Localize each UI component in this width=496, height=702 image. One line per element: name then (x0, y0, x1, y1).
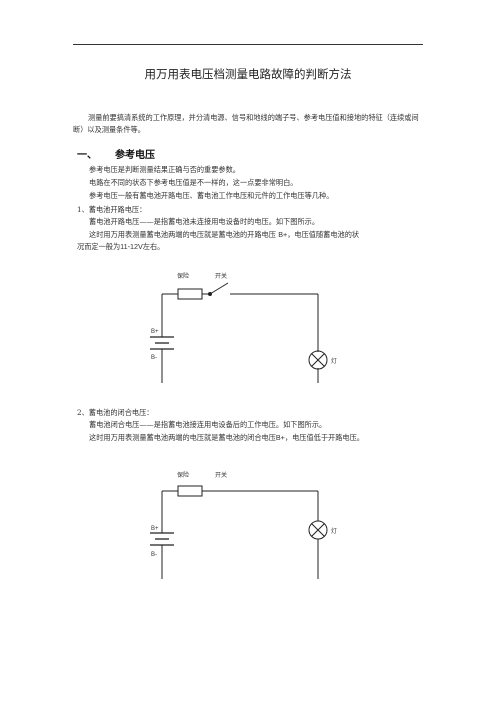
section-number: 一、 (77, 150, 97, 161)
item1-line-2-a: 这时用万用表测量蓄电池两端的电压就是蓄电池的开路电压 (89, 230, 276, 239)
circuit-2-bminus-label: B- (151, 552, 157, 558)
item1-line-3-c: 左右。 (142, 242, 165, 251)
section-line-2: 电路在不同的状态下参考电压值是不一样的，这一点要非常明白。 (89, 178, 298, 187)
circuit-2-fuse-label: 保险 (177, 471, 189, 479)
item2-line-1: 蓄电池闭合电压——是指蓄电池接连用电设备后的工作电压。如下图所示。 (89, 420, 327, 429)
section-line-3: 参考电压一般有蓄电池开路电压、蓄电池工作电压和元件的工作电压等几种。 (89, 191, 334, 200)
item2-line-2: 这时用万用表测量蓄电池两端的电压就是蓄电池的闭合电压B+，电压值低于开路电压。 (89, 432, 364, 444)
circuit-2-lamp-cross (311, 523, 325, 537)
item1-line-2-b: B+ (278, 230, 288, 239)
intro-paragraph: 测量前要搞清系统的工作原理，并分清电源、信号和地线的端子号、参考电压值和接地的特… (73, 113, 419, 134)
item1-line-1: 蓄电池开路电压——是指蓄电池未连接用电设备时的电压。如下图所示。 (89, 217, 320, 226)
circuit-2-lamp (308, 520, 328, 540)
circuit-1-lamp-cross (311, 353, 325, 367)
circuit-2-lamp-label: 灯 (331, 527, 337, 535)
circuit-2-bplus-label: B+ (151, 526, 159, 532)
circuit-2-fuse (177, 485, 203, 497)
item1-line-3-a: 况而定一般为 (77, 242, 121, 251)
item2-line-2-a: 这时用万用表测量蓄电池两端的电压就是蓄电池的闭合电压 (89, 433, 276, 442)
section-title: 参考电压 (115, 150, 155, 161)
circuit-1-switch-blade (209, 282, 229, 295)
circuit-1-fuse (177, 288, 203, 300)
section-line-1: 参考电压是判断测量结果正确与否的重要参数。 (89, 165, 240, 174)
document-title: 用万用表电压档测量电路故障的判断方法 (144, 67, 352, 81)
item2-line-2-b: B+ (275, 433, 285, 442)
circuit-1-bplus-label: B+ (151, 329, 159, 335)
header-rule (73, 44, 423, 45)
item1-line-2: 这时用万用表测量蓄电池两端的电压就是蓄电池的开路电压 B+，电压值随蓄电池的状 (89, 229, 359, 241)
circuit-1-fuse-label: 保险 (177, 272, 189, 280)
item1-line-2-c: ，电压值随蓄电池的状 (287, 230, 360, 239)
section-heading: 一、 参考电压 (77, 146, 173, 161)
item2-line-2-c: ，电压值低于开路电压。 (284, 433, 364, 442)
circuit-1-bminus-label: B- (151, 355, 157, 361)
circuit-2: 保险 开关 灯 B+ B- (150, 471, 337, 579)
circuit-1-lamp-label: 灯 (331, 357, 337, 365)
item1-line-3-b: 11-12V (120, 242, 143, 251)
circuit-1-switch-label: 开关 (215, 272, 227, 280)
circuit-2-switch-label: 开关 (215, 471, 227, 479)
circuit-1-lamp (308, 350, 328, 370)
item1-title: 1、蓄电池开路电压： (77, 205, 147, 214)
item1-line-3: 况而定一般为11-12V左右。 (77, 242, 164, 252)
item2-title: 2、蓄电池的闭合电压： (77, 408, 154, 417)
circuit-1: 保险 开关 灯 B+ B- (150, 272, 337, 383)
